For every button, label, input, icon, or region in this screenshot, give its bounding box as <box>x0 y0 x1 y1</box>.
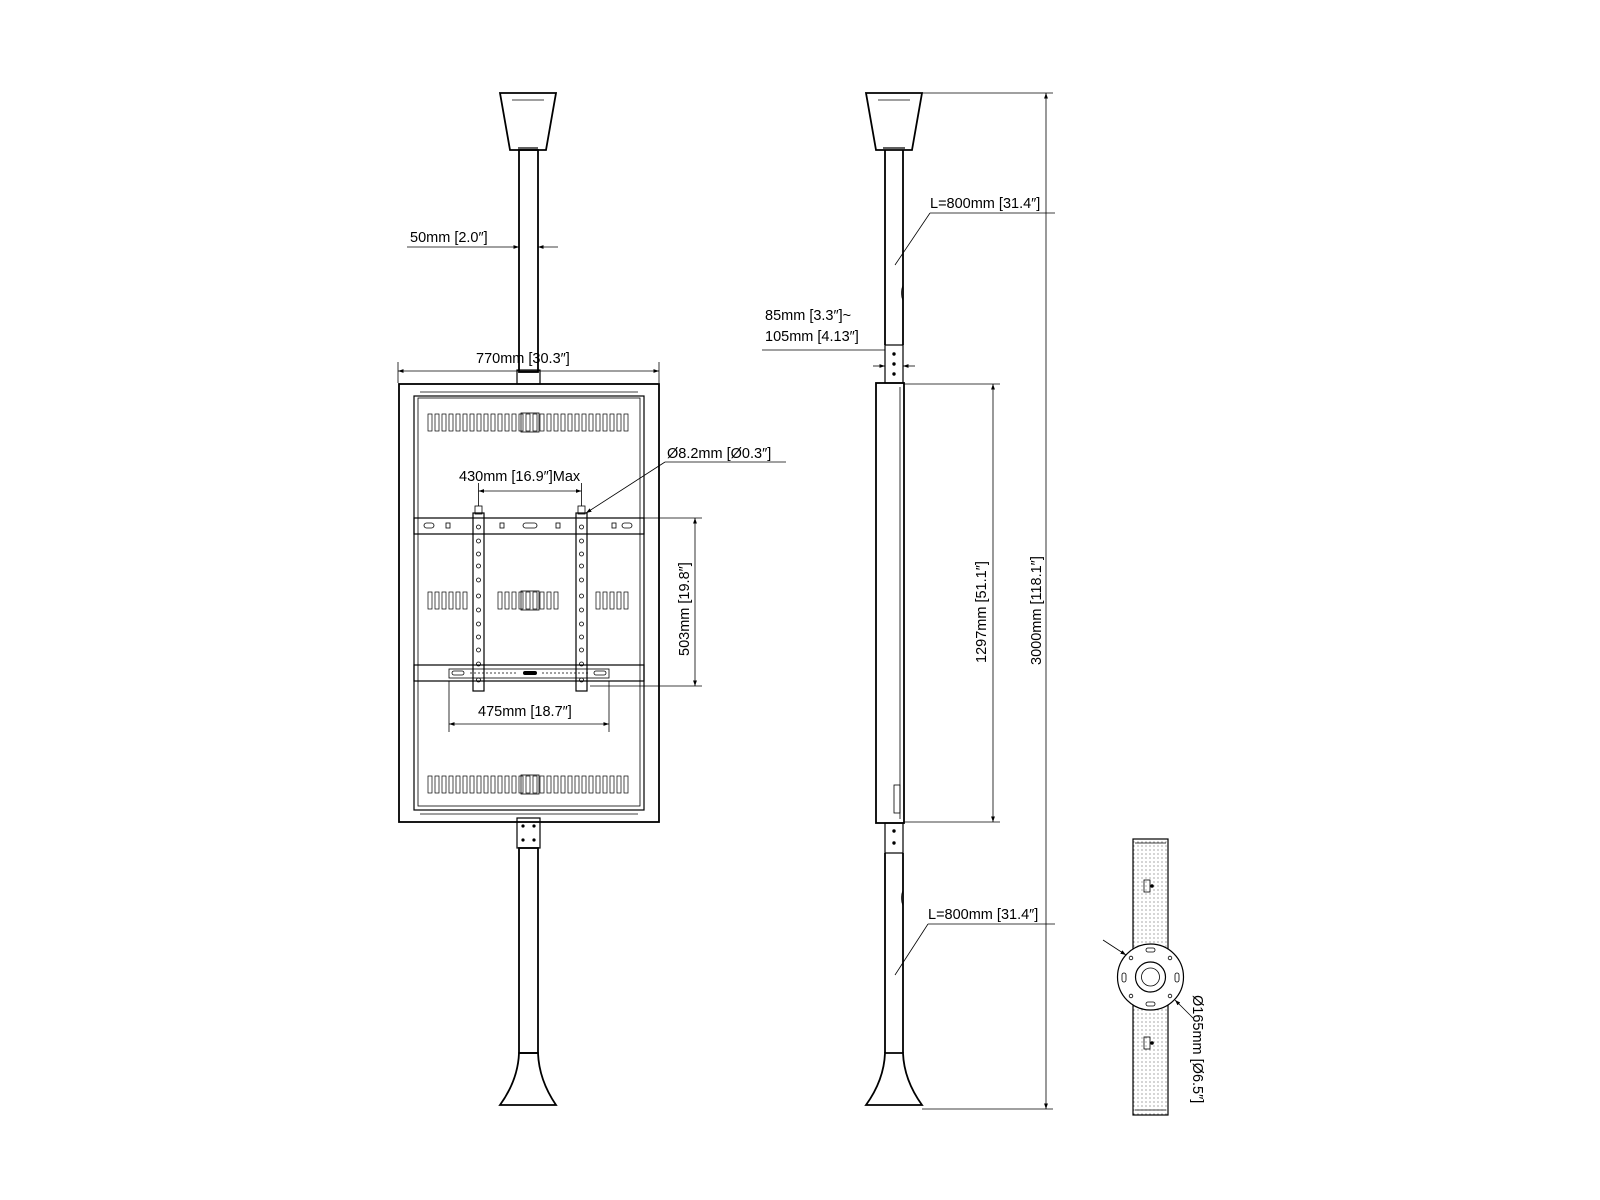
base-diameter-label: Ø165mm [Ø6.5″] <box>1189 995 1205 1103</box>
side-top-flange <box>864 92 924 151</box>
lower-cross-bar <box>413 664 645 682</box>
front-top-flange <box>498 92 558 151</box>
side-floor-base <box>864 1052 924 1106</box>
front-top-vents <box>427 412 629 433</box>
offset-label-line2: 105mm [4.13″] <box>765 329 859 345</box>
front-upper-tube <box>518 149 539 373</box>
upper-pole-length-label: L=800mm [31.4″] <box>930 196 1040 212</box>
side-upper-pole <box>884 150 904 345</box>
total-height-label: 3000mm [118.1″] <box>1029 556 1045 665</box>
bracket-height-label: 503mm [19.8″] <box>677 562 693 656</box>
hole-diameter-label: Ø8.2mm [Ø0.3″] <box>667 446 771 462</box>
tube-width-label: 50mm [2.0″] <box>410 230 488 246</box>
front-middle-vents <box>427 590 629 611</box>
front-view: 50mm [2.0″] 770mm [30.3″] <box>397 92 786 1106</box>
frame-width-label: 770mm [30.3″] <box>476 351 570 367</box>
lower-pole-length-label: L=800mm [31.4″] <box>928 907 1038 923</box>
vesa-rail-left <box>472 505 485 692</box>
bracket-width-label: 475mm [18.7″] <box>478 704 572 720</box>
front-lower-tube <box>518 847 539 1054</box>
screen-height-label: 1297mm [51.1″] <box>974 561 990 663</box>
side-view: L=800mm [31.4″] 85mm [3.3″]~ 105mm [4.13… <box>762 92 1055 1110</box>
front-bottom-vents <box>427 774 629 795</box>
front-floor-base <box>498 1052 558 1106</box>
side-lower-pole <box>884 853 904 1053</box>
base-flange-circle <box>1116 943 1185 1011</box>
base-detail: Ø165mm [Ø6.5″] <box>1102 838 1205 1116</box>
offset-label-line1: 85mm [3.3″]~ <box>765 308 851 324</box>
upper-cross-bar <box>413 517 645 535</box>
rail-spacing-label: 430mm [16.9″]Max <box>459 469 581 485</box>
vesa-rail-right <box>575 505 588 692</box>
display-frame <box>398 383 660 823</box>
